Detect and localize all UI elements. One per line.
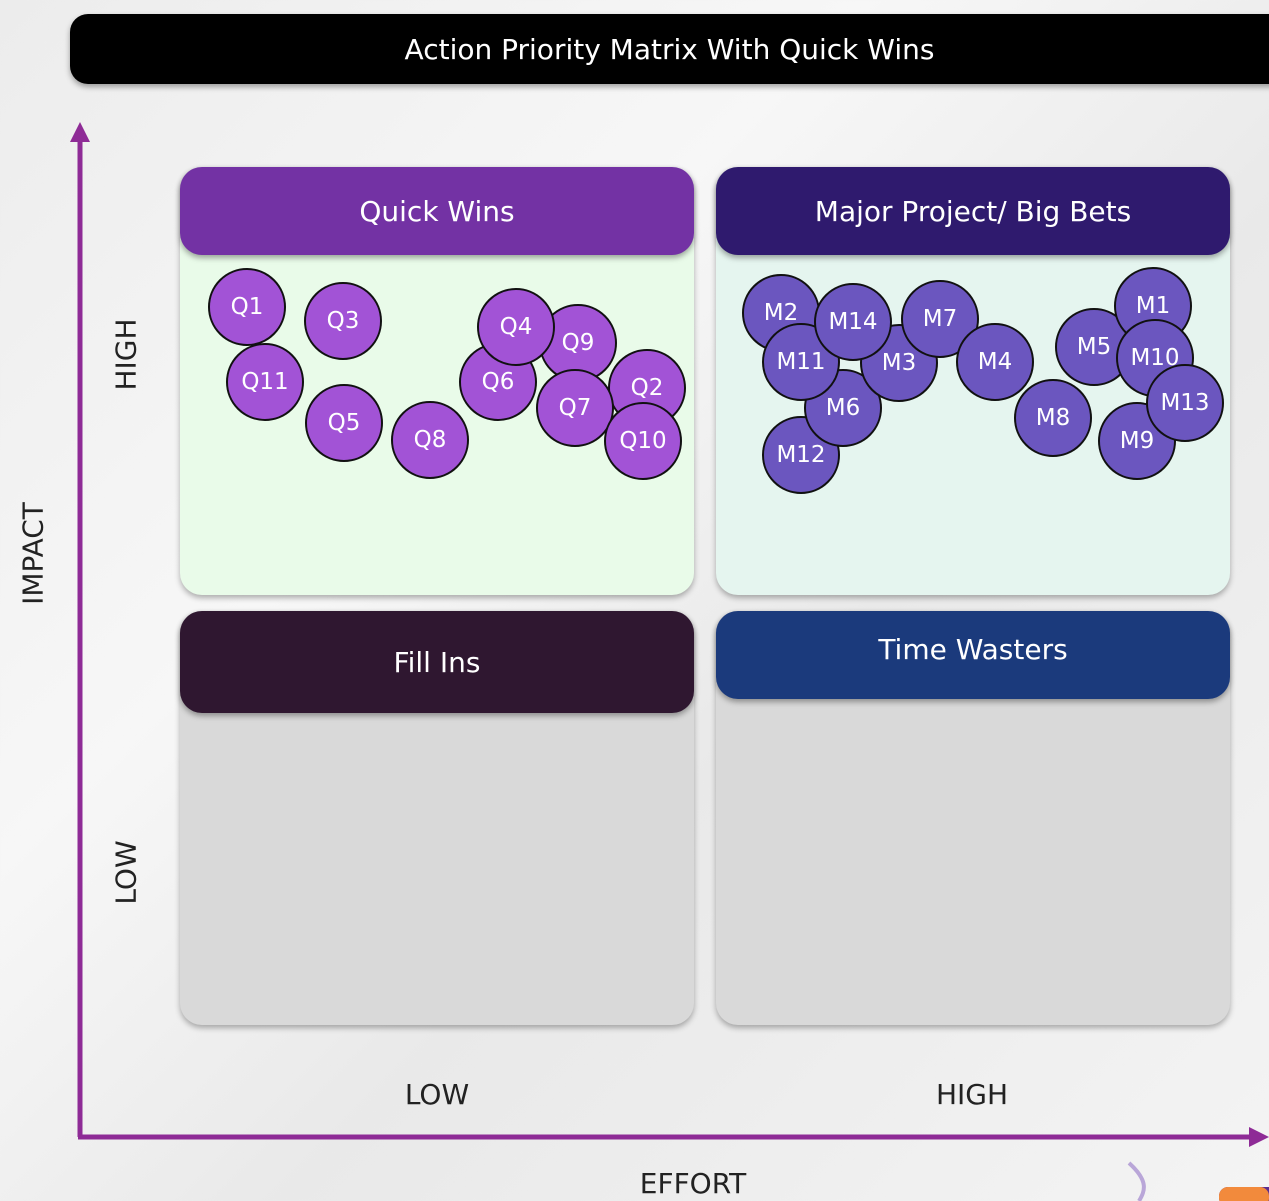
x-axis-label: EFFORT — [639, 1167, 747, 1200]
bubble-m13: M13 — [1146, 364, 1224, 442]
quadrant-fill-ins: Fill Ins — [180, 611, 694, 1025]
bubble-q10: Q10 — [604, 402, 682, 480]
bubble-q5: Q5 — [305, 384, 383, 462]
bubble-m7: M7 — [901, 280, 979, 358]
y-high-label: HIGH — [109, 318, 143, 391]
bubble-q7: Q7 — [536, 369, 614, 447]
page-title: Action Priority Matrix With Quick Wins — [404, 32, 935, 66]
quadrant-header-major-projects: Major Project/ Big Bets — [716, 167, 1230, 255]
quadrant-title-time-wasters: Time Wasters — [878, 633, 1068, 666]
bubble-m14: M14 — [814, 283, 892, 361]
x-high-label: HIGH — [935, 1078, 1009, 1111]
quadrant-title-major-projects: Major Project/ Big Bets — [814, 194, 1132, 228]
bubble-q1: Q1 — [208, 268, 286, 346]
quadrant-title-fill-ins: Fill Ins — [393, 645, 481, 679]
bubble-m4: M4 — [956, 323, 1034, 401]
x-low-label: LOW — [404, 1078, 470, 1111]
quadrant-title-quick-wins: Quick Wins — [359, 194, 515, 228]
corner-logo — [1127, 1161, 1269, 1201]
bubble-q8: Q8 — [391, 401, 469, 479]
quadrant-time-wasters: Time Wasters — [716, 611, 1230, 1025]
bubble-m8: M8 — [1014, 379, 1092, 457]
y-axis-label: IMPACT — [16, 502, 50, 605]
quadrant-header-time-wasters: Time Wasters — [716, 611, 1230, 699]
quadrant-header-fill-ins: Fill Ins — [180, 611, 694, 713]
bubble-q4: Q4 — [477, 288, 555, 366]
quadrant-header-quick-wins: Quick Wins — [180, 167, 694, 255]
y-low-label: LOW — [109, 840, 143, 905]
title-bar: Action Priority Matrix With Quick Wins — [70, 14, 1269, 84]
x-axis-arrow — [1249, 1127, 1269, 1147]
bubble-q11: Q11 — [226, 343, 304, 421]
bubble-q3: Q3 — [304, 282, 382, 360]
y-axis-arrow — [70, 122, 90, 142]
